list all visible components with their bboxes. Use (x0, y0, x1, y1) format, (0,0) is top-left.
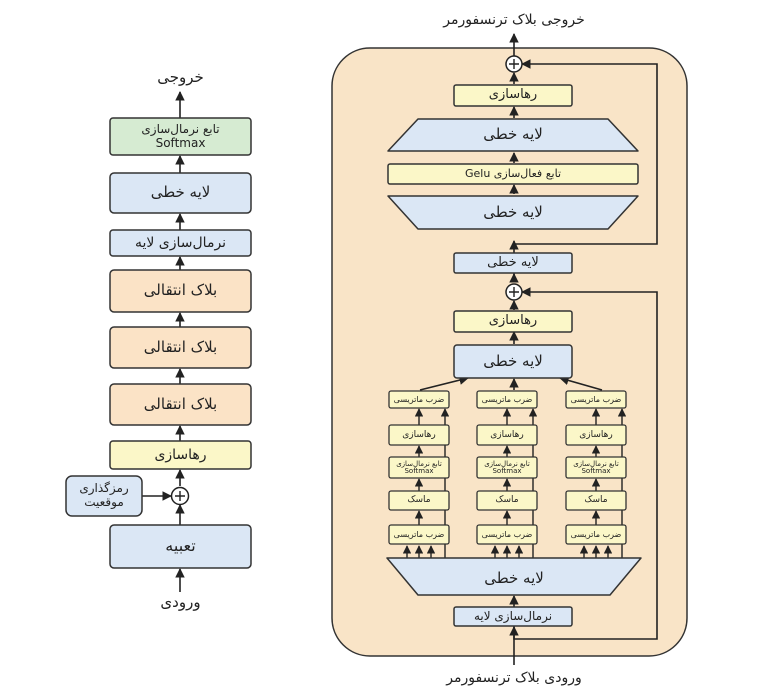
head-3-softmax-box (565, 456, 627, 479)
head-3-matmul-bottom-box (565, 524, 627, 545)
left-linear-box (109, 172, 252, 214)
left-embedding-box (109, 524, 252, 569)
left-add-plus-icon (175, 491, 185, 501)
left-transformer-block-1 (109, 269, 252, 313)
left-layer-norm-box (109, 229, 252, 257)
left-transformer-block-3 (109, 383, 252, 426)
head-3-dropout-box (565, 424, 627, 446)
head-1-matmul-bottom-box (388, 524, 450, 545)
split-linear-trapezoid (386, 557, 642, 596)
head-3-matmul-top-box (565, 390, 627, 409)
left-positional-encoding-box (65, 475, 143, 517)
right-layer-norm-box (453, 606, 573, 627)
head-1-dropout-box (388, 424, 450, 446)
mid-linear-box (453, 252, 573, 274)
attn-dropout-box (453, 310, 573, 333)
head-2-softmax-box (476, 456, 538, 479)
right-add-mid-plus-icon (509, 287, 519, 297)
mlp-linear-top-trapezoid (387, 118, 639, 152)
mlp-dropout-box (453, 84, 573, 107)
head-2-mask-box (476, 490, 538, 511)
left-dropout-box (109, 440, 252, 470)
attn-linear-box (453, 344, 573, 379)
gelu-box (387, 163, 639, 185)
head-1-mask-box (388, 490, 450, 511)
left-transformer-block-2 (109, 326, 252, 369)
mlp-linear-bottom-trapezoid (387, 195, 639, 230)
head-2-matmul-bottom-box (476, 524, 538, 545)
head-2-matmul-top-box (476, 390, 538, 409)
head-3-mask-box (565, 490, 627, 511)
left-softmax-box (109, 117, 252, 156)
head-2-dropout-box (476, 424, 538, 446)
right-add-top-plus-icon (509, 59, 519, 69)
head-1-softmax-box (388, 456, 450, 479)
head-1-matmul-top-box (388, 390, 450, 409)
